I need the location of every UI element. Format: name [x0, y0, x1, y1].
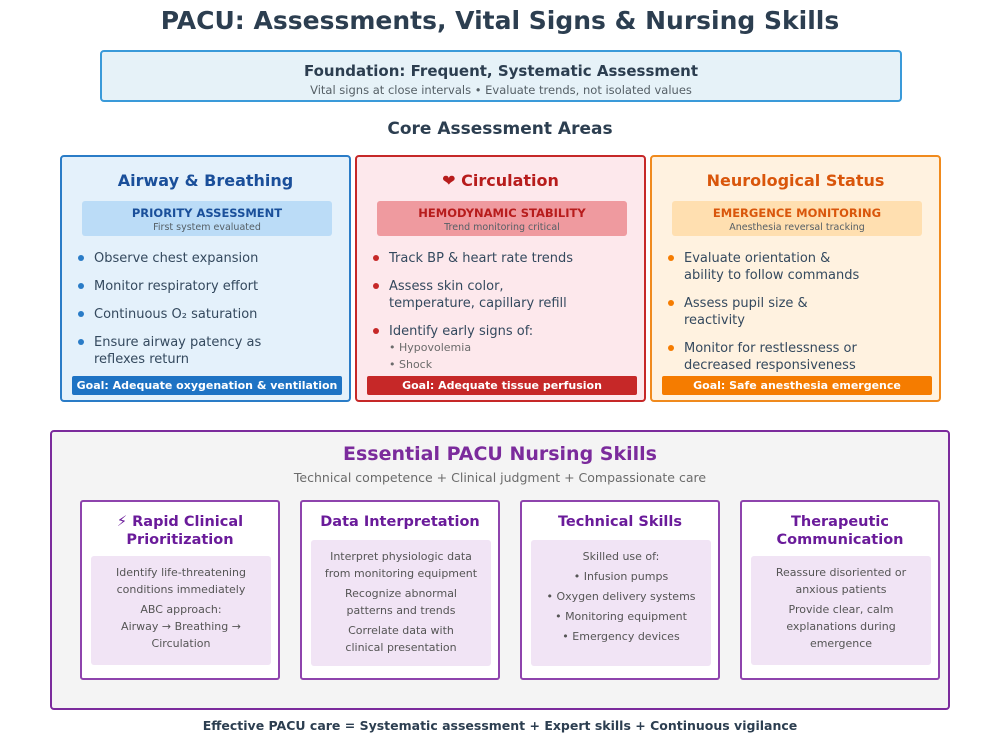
skill-title: Therapeutic Communication	[776, 514, 904, 548]
list-item: Continuous O₂ saturation	[78, 306, 342, 323]
skill-box-prioritization: ⚡ Rapid Clinical Prioritization Identify…	[80, 500, 280, 680]
list-item: Evaluate orientation & ability to follow…	[668, 250, 932, 284]
skill-description: Interpret physiologic data from monitori…	[311, 540, 491, 666]
skills-title: Essential PACU Nursing Skills	[343, 443, 657, 465]
core-assessment-heading: Core Assessment Areas	[387, 119, 613, 139]
badge-subtitle: Anesthesia reversal tracking	[729, 222, 865, 233]
skill-title: ⚡ Rapid Clinical Prioritization	[116, 514, 244, 548]
goal-bar: Goal: Safe anesthesia emergence	[662, 376, 932, 395]
badge-title: HEMODYNAMIC STABILITY	[418, 206, 586, 220]
card-title: ❤ Circulation	[442, 171, 559, 190]
bullet-icon	[668, 300, 674, 306]
skill-title: Technical Skills	[557, 514, 683, 530]
badge-subtitle: Trend monitoring critical	[444, 222, 560, 233]
skill-title: Data Interpretation	[320, 514, 480, 530]
list-item: Assess pupil size & reactivity	[668, 295, 932, 329]
sub-item: • Hypovolemia	[389, 341, 472, 354]
card-title: Neurological Status	[706, 171, 885, 190]
bullet-icon	[78, 283, 84, 289]
list-item: Observe chest expansion	[78, 250, 342, 267]
bullet-icon	[668, 255, 674, 261]
list-item: Track BP & heart rate trends	[373, 250, 637, 267]
foundation-subtitle: Vital signs at close intervals • Evaluat…	[310, 83, 692, 97]
bullet-icon	[78, 311, 84, 317]
list-item: Identify early signs of:	[373, 323, 637, 340]
card-title: Airway & Breathing	[117, 171, 294, 190]
badge-subtitle: First system evaluated	[153, 222, 261, 233]
skill-box-communication: Therapeutic Communication Reassure disor…	[740, 500, 940, 680]
neurological-card: Neurological Status EMERGENCE MONITORING…	[650, 155, 941, 402]
skill-description: Identify life-threatening conditions imm…	[91, 556, 271, 665]
footer-summary: Effective PACU care = Systematic assessm…	[202, 718, 798, 733]
badge-title: EMERGENCE MONITORING	[712, 206, 882, 220]
priority-badge: HEMODYNAMIC STABILITY Trend monitoring c…	[377, 201, 627, 236]
skill-box-data-interpretation: Data Interpretation Interpret physiologi…	[300, 500, 500, 680]
bullet-icon	[373, 328, 379, 334]
circulation-card: ❤ Circulation HEMODYNAMIC STABILITY Tren…	[355, 155, 646, 402]
skill-description: Reassure disoriented or anxious patients…	[751, 556, 931, 665]
badge-title: PRIORITY ASSESSMENT	[131, 206, 283, 220]
bullet-icon	[373, 283, 379, 289]
foundation-title: Foundation: Frequent, Systematic Assessm…	[303, 62, 699, 80]
page-title: PACU: Assessments, Vital Signs & Nursing…	[160, 6, 840, 35]
list-item: Monitor respiratory effort	[78, 278, 342, 295]
airway-breathing-card: Airway & Breathing PRIORITY ASSESSMENT F…	[60, 155, 351, 402]
bullet-icon	[668, 345, 674, 351]
priority-badge: EMERGENCE MONITORING Anesthesia reversal…	[672, 201, 922, 236]
skill-description: Skilled use of: • Infusion pumps • Oxyge…	[531, 540, 711, 666]
bullet-icon	[373, 255, 379, 261]
list-item: Assess skin color, temperature, capillar…	[373, 278, 637, 312]
bullet-icon	[78, 255, 84, 261]
priority-badge: PRIORITY ASSESSMENT First system evaluat…	[82, 201, 332, 236]
skill-box-technical: Technical Skills Skilled use of: • Infus…	[520, 500, 720, 680]
goal-bar: Goal: Adequate oxygenation & ventilation	[72, 376, 342, 395]
foundation-banner: Foundation: Frequent, Systematic Assessm…	[100, 50, 902, 102]
sub-item: • Shock	[389, 358, 433, 371]
list-item: Monitor for restlessness or decreased re…	[668, 340, 932, 374]
bullet-icon	[78, 339, 84, 345]
list-item: Ensure airway patency as reflexes return	[78, 334, 342, 368]
goal-bar: Goal: Adequate tissue perfusion	[367, 376, 637, 395]
skills-subtitle: Technical competence + Clinical judgment…	[293, 470, 707, 485]
